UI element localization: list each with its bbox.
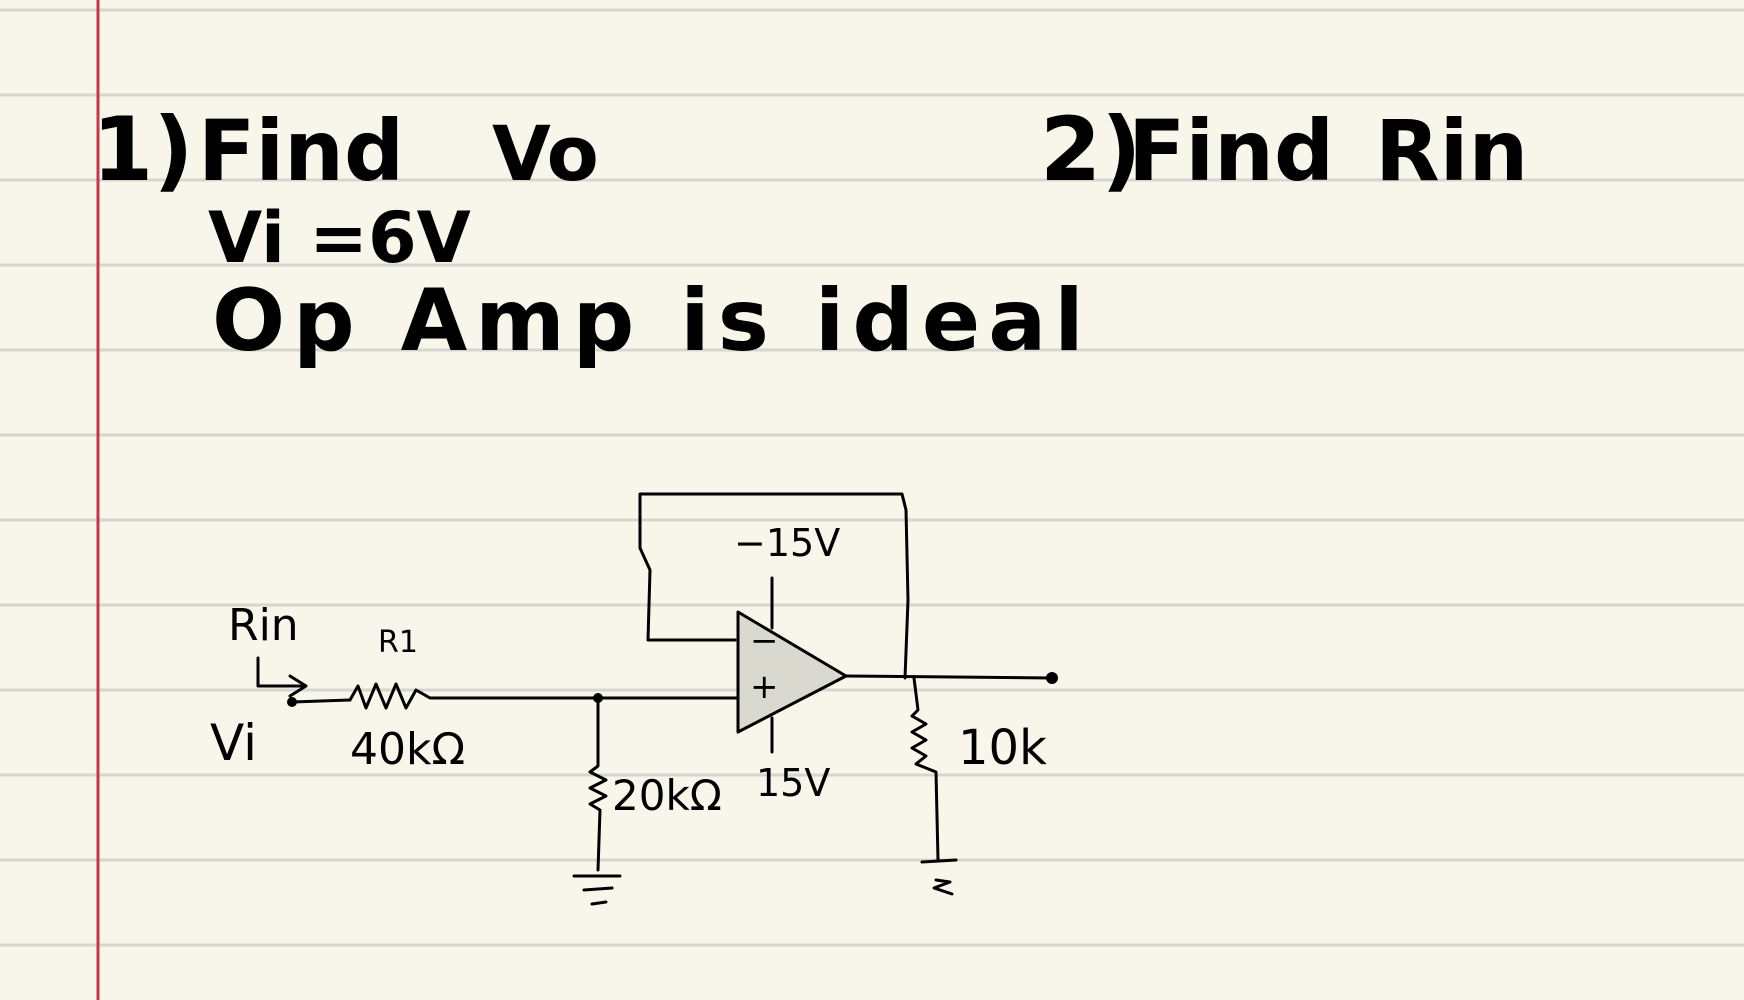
rin-arrow bbox=[256, 656, 308, 698]
vi-label: Vi bbox=[210, 714, 257, 772]
ruled-lines bbox=[0, 8, 1744, 947]
input-wire bbox=[290, 698, 352, 704]
inverting-sign: − bbox=[750, 621, 779, 661]
opamp-triangle bbox=[736, 610, 848, 734]
ground-2-icon bbox=[920, 858, 958, 896]
r1-value: 40kΩ bbox=[350, 724, 465, 775]
problem-1-given-vi: Vi =6V bbox=[208, 197, 471, 279]
problem-2-number: 2) bbox=[1040, 98, 1141, 201]
problem-1-given-opamp: Op Amp is ideal bbox=[212, 271, 1092, 371]
noninverting-sign: + bbox=[750, 667, 779, 707]
problem-2-target: Rin bbox=[1375, 102, 1528, 200]
problem-1-number: 1) bbox=[92, 98, 193, 201]
output-node bbox=[1046, 672, 1058, 684]
r1-label: R1 bbox=[378, 625, 418, 660]
problem-1-find: Find bbox=[198, 102, 404, 200]
r1-resistor bbox=[348, 682, 462, 710]
opamp-circuit: Rin R1 40kΩ Vi 20kΩ −15V 15V − + 10k bbox=[210, 492, 1058, 906]
problem-1: 1) Find Vo Vi =6V Op Amp is ideal bbox=[92, 98, 1092, 371]
neg-supply-label: −15V bbox=[734, 521, 840, 565]
output-wire bbox=[844, 674, 1054, 680]
problem-1-target: Vo bbox=[492, 109, 599, 198]
rl-resistor bbox=[910, 676, 940, 862]
rl-value: 10k bbox=[958, 720, 1047, 776]
r2-resistor bbox=[588, 696, 608, 872]
r2-value: 20kΩ bbox=[612, 771, 722, 820]
problem-2-find: Find bbox=[1128, 102, 1334, 200]
rin-label: Rin bbox=[228, 600, 299, 651]
pos-supply-label: 15V bbox=[756, 761, 830, 805]
feedback-wire bbox=[638, 492, 910, 680]
problem-2: 2) Find Rin bbox=[1040, 98, 1528, 201]
ground-1-icon bbox=[572, 874, 622, 906]
